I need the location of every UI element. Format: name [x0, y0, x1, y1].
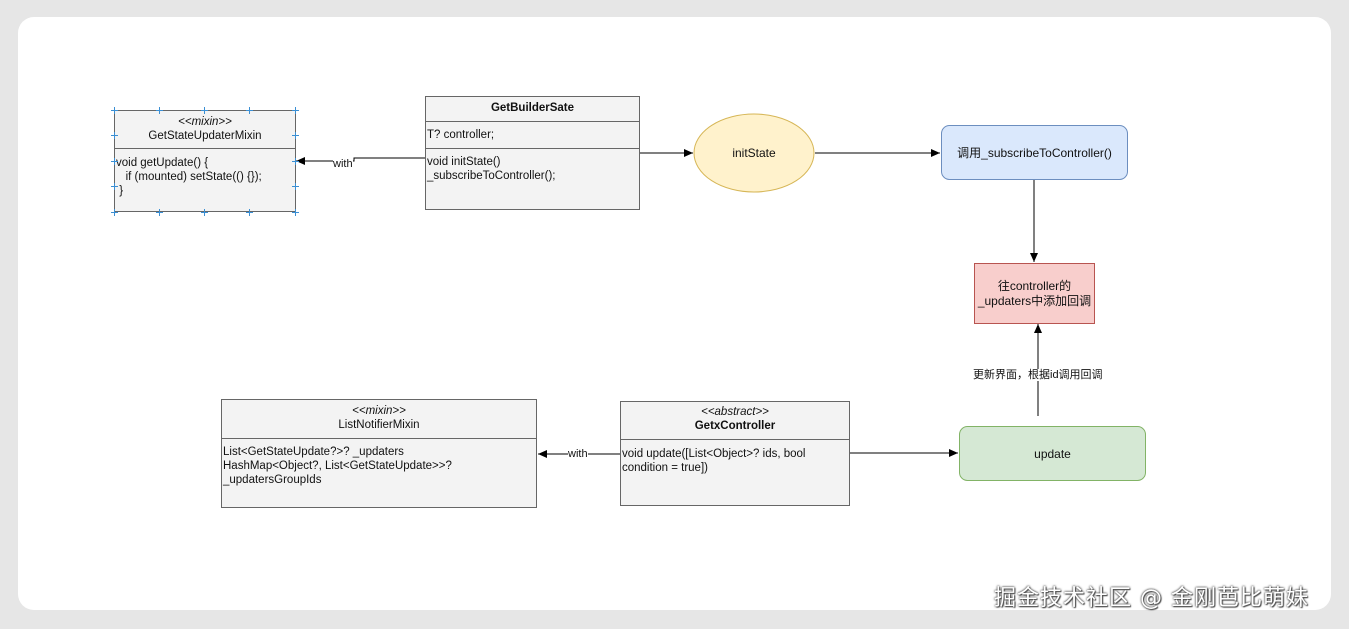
method-line: void getUpdate() {: [116, 157, 209, 169]
resize-handle[interactable]: [292, 132, 299, 139]
resize-handle[interactable]: [111, 209, 118, 216]
mixin-updater-class[interactable]: <<mixin>> GetStateUpdaterMixin void getU…: [114, 110, 296, 212]
edge-with-top[interactable]: [296, 157, 425, 165]
add-callback-label: 往controller的 _updaters中添加回调: [974, 263, 1095, 324]
resize-handle[interactable]: [201, 209, 208, 216]
diagram-canvas: <<mixin>> GetStateUpdaterMixin void getU…: [18, 17, 1331, 610]
add-callback-box[interactable]: [974, 263, 1095, 324]
field-line: List<GetStateUpdate?>? _updaters: [223, 446, 404, 458]
add-callback-line: _updaters中添加回调: [977, 293, 1092, 308]
update-label: update: [1034, 446, 1071, 461]
getx-controller-header: <<abstract>> GetxController: [621, 402, 849, 440]
resize-handle[interactable]: [111, 107, 118, 114]
resize-handle[interactable]: [201, 107, 208, 114]
list-notifier-fields: List<GetStateUpdate?>? _updaters HashMap…: [222, 439, 536, 487]
resize-handle[interactable]: [292, 107, 299, 114]
builder-state-header: GetBuilderSate: [426, 97, 639, 122]
resize-handle[interactable]: [292, 209, 299, 216]
update-box[interactable]: [959, 426, 1146, 481]
method-line: _subscribeToController();: [427, 170, 556, 182]
method-line: if (mounted) setState(() {});: [116, 171, 262, 183]
field-line: _updatersGroupIds: [223, 474, 322, 486]
builder-state-methods: void initState() _subscribeToController(…: [426, 149, 639, 183]
resize-handle[interactable]: [246, 107, 253, 114]
builder-state-attributes: T? controller;: [426, 122, 639, 149]
subscribe-box[interactable]: [941, 125, 1128, 180]
method-line: }: [116, 185, 124, 197]
edge-label-update-callback: 更新界面，根据id调用回调: [973, 369, 1103, 381]
initstate-ellipse[interactable]: [693, 113, 815, 193]
mixin-updater-methods: void getUpdate() { if (mounted) setState…: [115, 149, 295, 198]
edge-label-with-bottom: with: [568, 448, 588, 460]
mixin-updater-header: <<mixin>> GetStateUpdaterMixin: [115, 111, 295, 149]
connector-layer: [296, 113, 1146, 481]
list-notifier-header: <<mixin>> ListNotifierMixin: [222, 400, 536, 439]
resize-handle[interactable]: [292, 158, 299, 165]
resize-handle[interactable]: [111, 183, 118, 190]
attribute-line: T? controller;: [427, 129, 495, 141]
mixin-updater-stereotype: <<mixin>>: [178, 116, 232, 128]
initstate-label: initState: [732, 146, 776, 160]
list-notifier-stereotype: <<mixin>>: [352, 405, 406, 417]
builder-state-name: GetBuilderSate: [490, 102, 575, 114]
resize-handle[interactable]: [111, 132, 118, 139]
resize-handle[interactable]: [156, 107, 163, 114]
getx-controller-name: GetxController: [694, 420, 776, 432]
resize-handle[interactable]: [246, 209, 253, 216]
mixin-updater-name: GetStateUpdaterMixin: [148, 130, 262, 142]
resize-handle[interactable]: [292, 183, 299, 190]
method-line: void update([List<Object>? ids, bool: [622, 448, 806, 460]
list-notifier-class[interactable]: <<mixin>> ListNotifierMixin List<GetStat…: [221, 399, 537, 508]
subscribe-label: 调用_subscribeToController(): [957, 146, 1112, 160]
edge-label-with-top: with: [333, 158, 353, 170]
method-line: condition = true]): [622, 462, 708, 474]
field-line: HashMap<Object?, List<GetStateUpdate>>?: [223, 460, 452, 472]
getx-controller-stereotype: <<abstract>>: [701, 406, 769, 418]
getx-controller-methods: void update([List<Object>? ids, bool con…: [621, 440, 849, 475]
getx-controller-class[interactable]: <<abstract>> GetxController void update(…: [620, 401, 850, 506]
resize-handle[interactable]: [111, 158, 118, 165]
method-line: void initState(): [427, 156, 501, 168]
list-notifier-name: ListNotifierMixin: [338, 419, 420, 431]
watermark: 掘金技术社区 @ 金刚芭比萌妹: [994, 586, 1309, 611]
resize-handle[interactable]: [156, 209, 163, 216]
add-callback-line: 往controller的: [997, 278, 1072, 293]
builder-state-class[interactable]: GetBuilderSate T? controller; void initS…: [425, 96, 640, 210]
